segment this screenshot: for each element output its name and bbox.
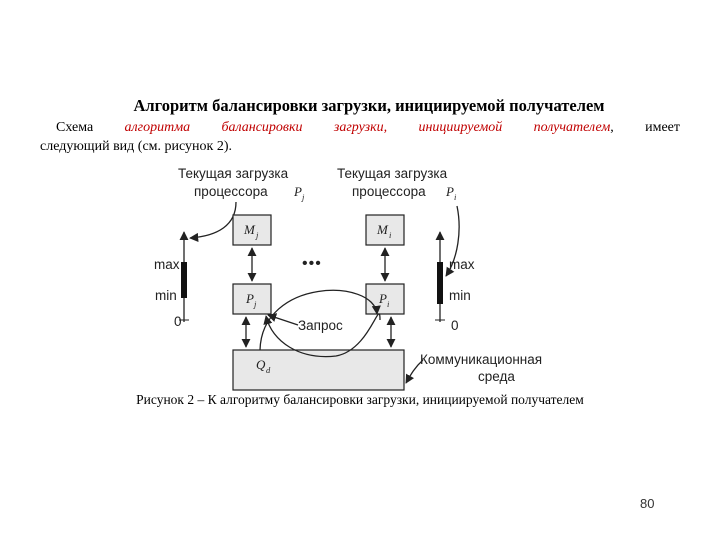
paragraph-prefix: Схема bbox=[56, 120, 94, 135]
queue-Q: Q bbox=[256, 357, 266, 372]
processor-j-P: P bbox=[245, 291, 254, 306]
processor-j-sub: j bbox=[253, 299, 257, 309]
request-arc-inner bbox=[263, 313, 381, 358]
ellipsis: ••• bbox=[302, 255, 322, 272]
memory-j-M: M bbox=[243, 222, 256, 237]
paragraph-suffix: , имеет bbox=[610, 120, 681, 135]
processor-box-j bbox=[232, 283, 272, 315]
memory-i-M: M bbox=[376, 222, 389, 237]
request-pointer-arrow bbox=[267, 313, 299, 326]
right-min-label: min bbox=[449, 288, 471, 303]
left-min-label: min bbox=[155, 288, 177, 303]
processor-i-sub: i bbox=[387, 299, 390, 309]
page-number: 80 bbox=[640, 496, 655, 511]
left-zero-label: 0 bbox=[174, 314, 182, 329]
paragraph-line-2: следующий вид (см. рисунок 2). bbox=[40, 139, 233, 154]
memory-box-j bbox=[232, 214, 272, 246]
load-balancing-diagram: Текущая загрузка процессора P j Текущая … bbox=[154, 166, 542, 391]
processor-i-P: P bbox=[378, 291, 387, 306]
memory-box-i bbox=[365, 214, 405, 246]
request-arc-outer bbox=[259, 289, 381, 351]
right-load-sub: i bbox=[454, 192, 457, 202]
right-zero-label: 0 bbox=[451, 318, 459, 333]
intro-paragraph: Схема алгоритма балансировки загрузки, и… bbox=[40, 118, 680, 156]
paragraph-highlight: алгоритма балансировки загрузки, инициир… bbox=[124, 120, 611, 135]
right-load-label-line1: Текущая загрузка bbox=[337, 166, 448, 181]
figure-caption: Рисунок 2 – К алгоритму балансировки заг… bbox=[136, 392, 584, 407]
paragraph-line-1: Схема алгоритма балансировки загрузки, и… bbox=[40, 118, 680, 137]
right-max-label: max bbox=[449, 257, 475, 272]
request-label: Запрос bbox=[298, 318, 343, 333]
right-load-P: P bbox=[445, 184, 454, 199]
left-load-label-line1: Текущая загрузка bbox=[178, 166, 289, 181]
slide-title: Алгоритм балансировки загрузки, иницииру… bbox=[133, 96, 605, 115]
left-load-sub: j bbox=[301, 192, 305, 202]
left-load-P: P bbox=[293, 184, 302, 199]
comm-label-arrow bbox=[405, 359, 424, 384]
memory-i-sub: i bbox=[389, 230, 392, 240]
comm-label-line1: Коммуникационная bbox=[420, 352, 542, 367]
right-load-label-line2: процессора bbox=[352, 184, 426, 199]
queue-sub: d bbox=[266, 365, 271, 375]
memory-j-sub: j bbox=[255, 230, 259, 240]
left-max-label: max bbox=[154, 257, 180, 272]
comm-label-line2: среда bbox=[478, 369, 515, 384]
left-load-label-line2: процессора bbox=[194, 184, 268, 199]
left-label-arrow bbox=[189, 201, 237, 242]
right-label-arrow bbox=[445, 205, 460, 277]
